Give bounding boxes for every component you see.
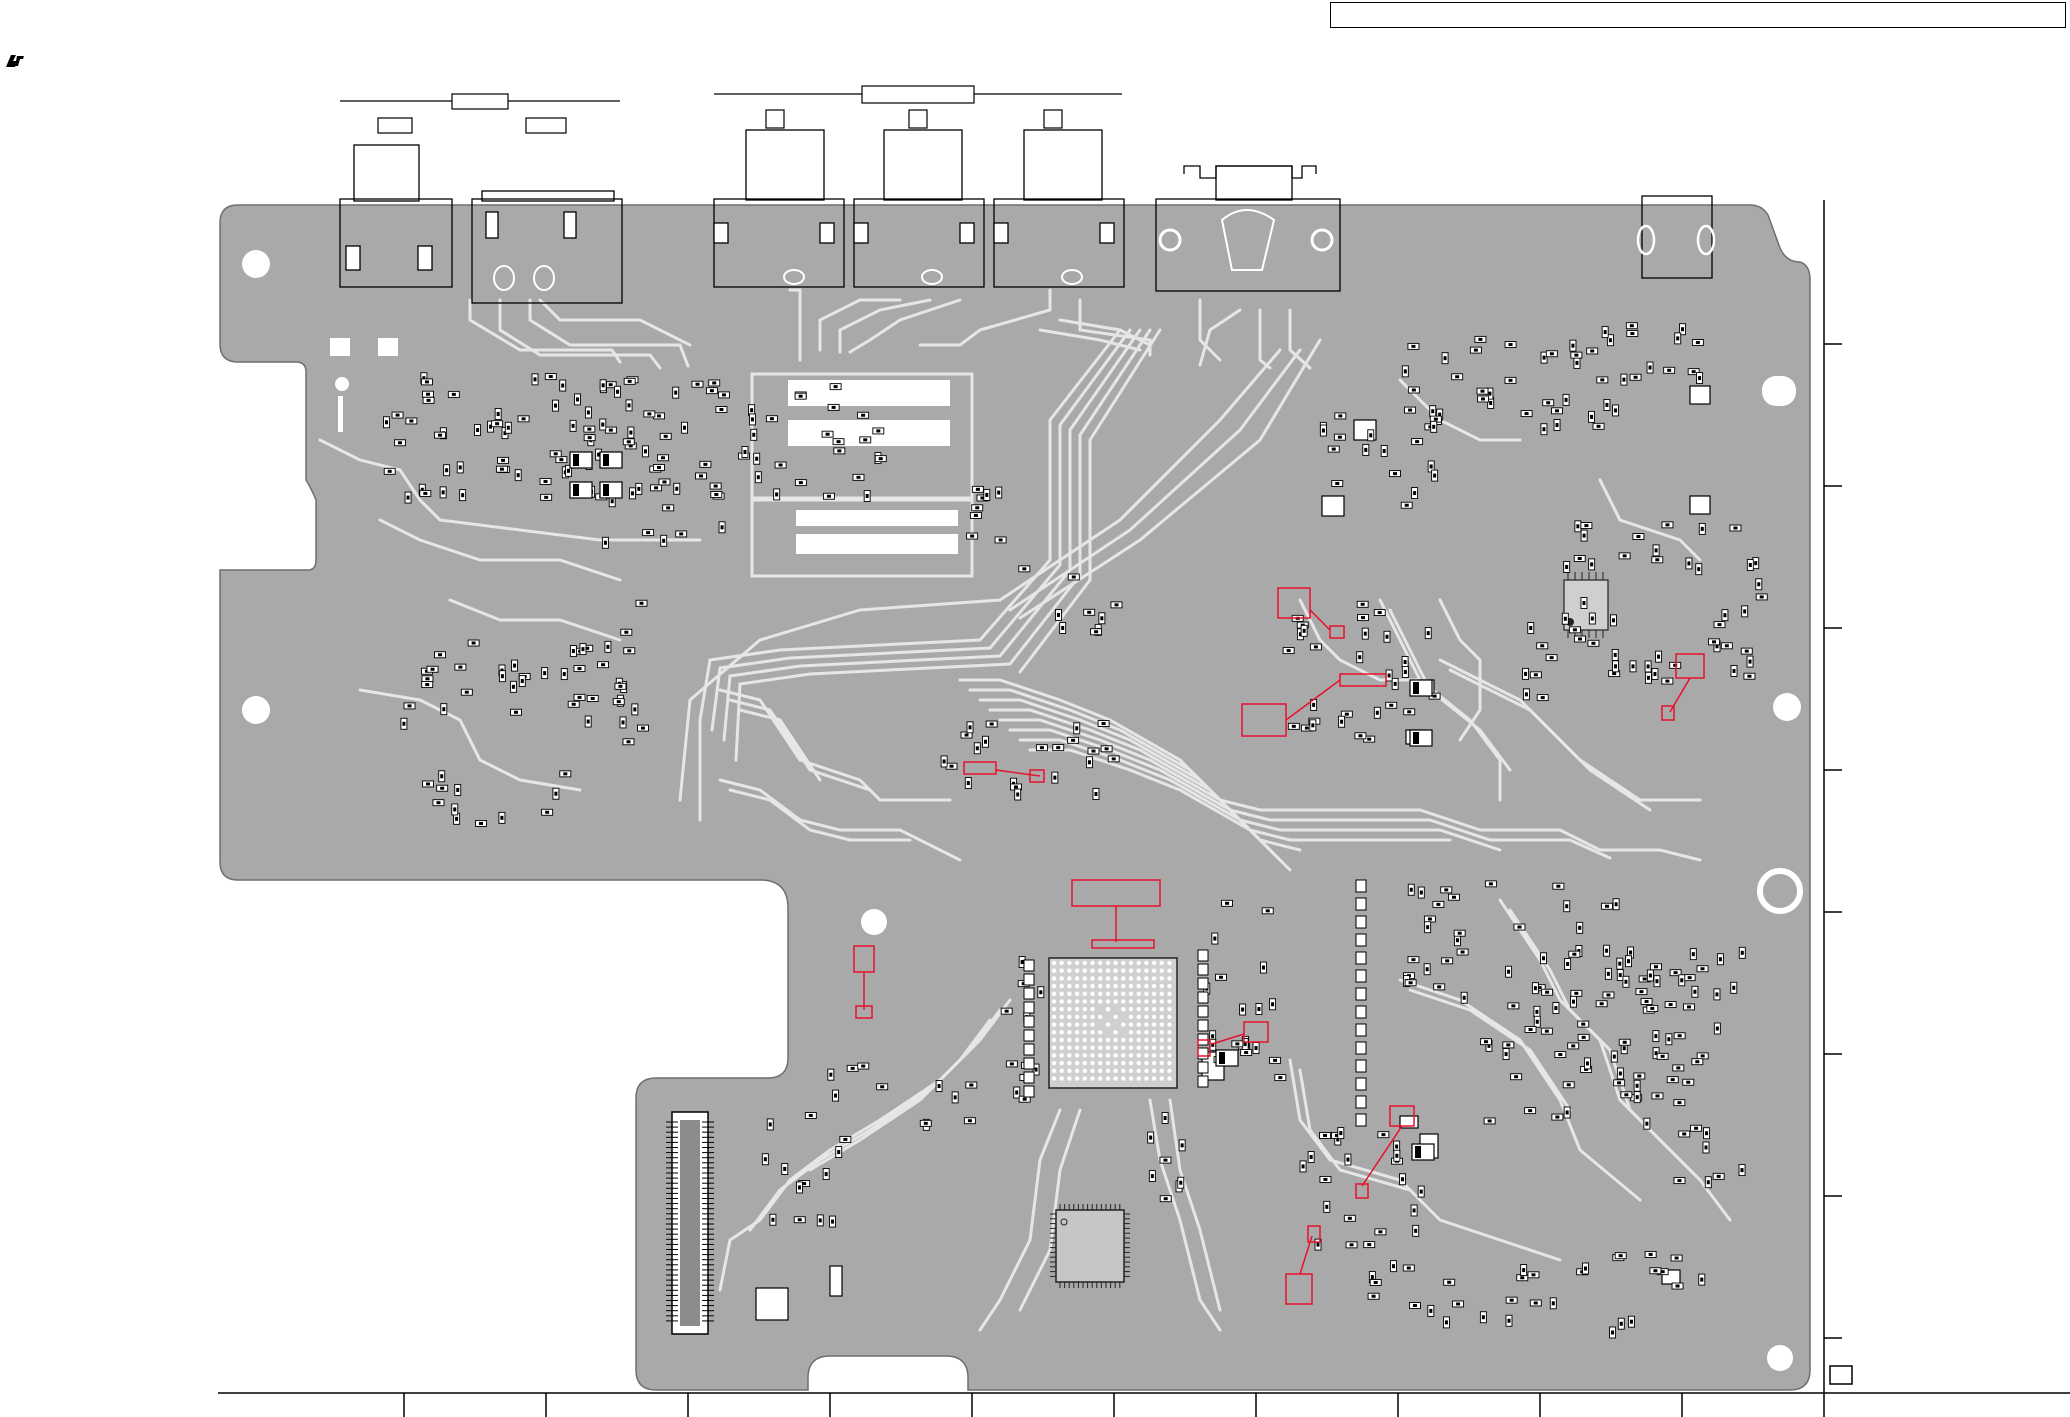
ffc-connector xyxy=(666,1112,714,1334)
secondary-qfp-chip xyxy=(1050,1204,1130,1288)
top-dimension-lines xyxy=(340,86,1122,133)
main-soc-bga xyxy=(1049,958,1177,1088)
